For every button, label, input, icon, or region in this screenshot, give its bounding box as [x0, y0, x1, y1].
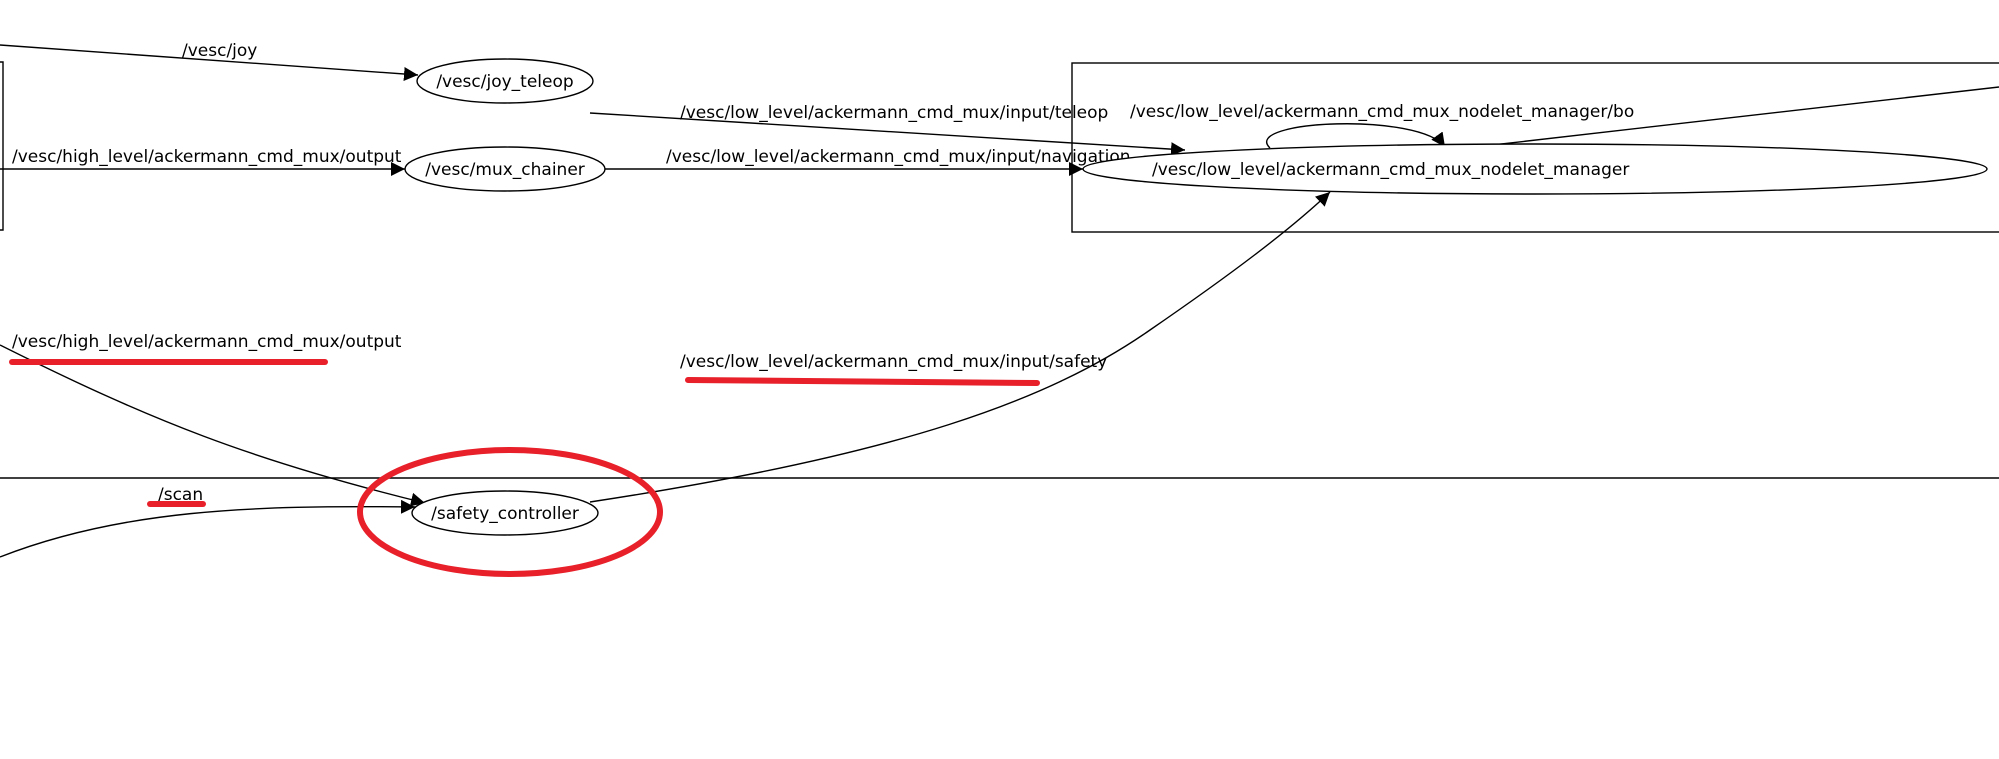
node-label: /vesc/mux_chainer [425, 160, 585, 180]
edge-input-teleop [589, 112, 1186, 157]
node-joy-teleop[interactable]: /vesc/joy_teleop [416, 58, 594, 104]
node-label: /vesc/low_level/ackermann_cmd_mux_nodele… [1152, 160, 1629, 180]
topic-label-input-teleop: /vesc/low_level/ackermann_cmd_mux/input/… [680, 103, 1108, 123]
nodelet-manager-cluster-box [1071, 62, 1999, 233]
topic-label-input-safety: /vesc/low_level/ackermann_cmd_mux/input/… [680, 352, 1107, 372]
node-label: /vesc/joy_teleop [436, 72, 573, 92]
node-safety-controller[interactable]: /safety_controller [411, 490, 599, 536]
topic-label-scan: /scan [158, 485, 203, 505]
edge-high-output-bottom [0, 344, 426, 507]
left-cluster-box [0, 61, 4, 231]
edge-scan [0, 499, 416, 558]
topic-label-high-output-top: /vesc/high_level/ackermann_cmd_mux/outpu… [12, 147, 402, 167]
edge-joy [0, 44, 419, 81]
topic-label-joy: /vesc/joy [182, 41, 257, 61]
node-label: /safety_controller [431, 504, 579, 524]
edge-input-safety [589, 191, 1331, 503]
topic-label-high-output-bottom: /vesc/high_level/ackermann_cmd_mux/outpu… [12, 332, 402, 352]
edge-nodelet-out [1474, 86, 1999, 148]
node-nodelet-manager[interactable]: /vesc/low_level/ackermann_cmd_mux_nodele… [1082, 143, 1988, 195]
annotation-underline-input-safety [685, 377, 1040, 386]
edge-nodelet-bond-loop [1266, 123, 1446, 149]
node-mux-chainer[interactable]: /vesc/mux_chainer [404, 146, 606, 192]
topic-label-input-navigation: /vesc/low_level/ackermann_cmd_mux/input/… [666, 147, 1131, 167]
annotation-circle-safety-controller [357, 447, 663, 577]
topic-label-nodelet-bond: /vesc/low_level/ackermann_cmd_mux_nodele… [1130, 102, 1634, 122]
